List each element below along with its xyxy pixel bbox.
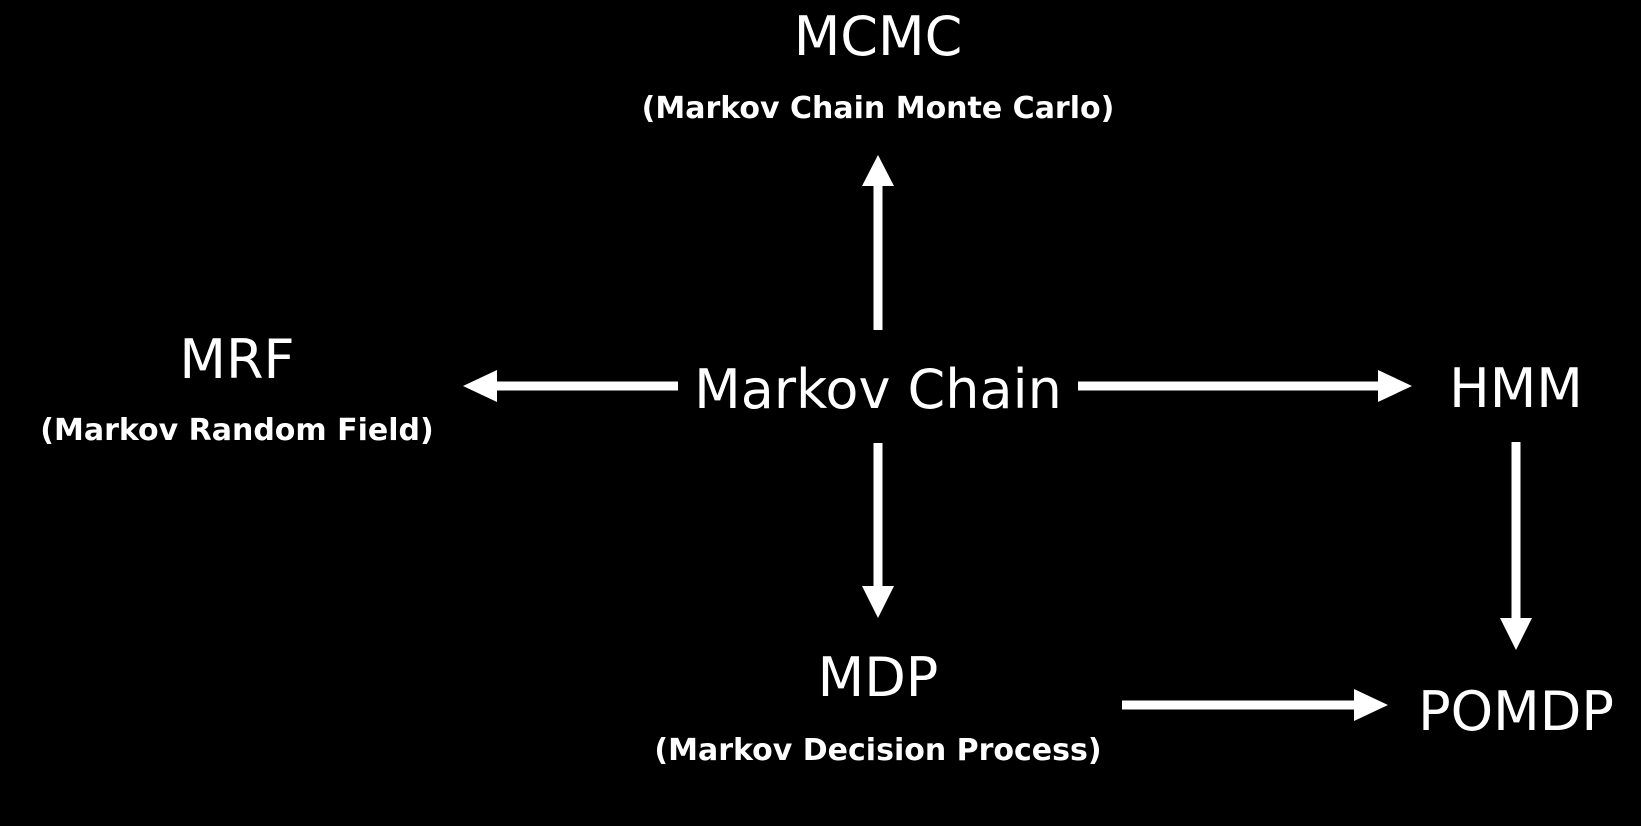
- node-mrf-subtitle: (Markov Random Field): [40, 413, 433, 448]
- arrow-markov-chain-to-mrf: [463, 370, 678, 402]
- arrow-hmm-to-pomdp-head: [1500, 618, 1532, 650]
- arrow-markov-chain-to-hmm: [1078, 370, 1412, 402]
- node-markov-chain-title: Markov Chain: [694, 358, 1062, 421]
- node-markov-chain: Markov Chain: [694, 358, 1062, 421]
- arrow-markov-chain-to-mdp: [862, 443, 894, 618]
- arrow-markov-chain-to-mrf-head: [463, 370, 497, 402]
- arrow-markov-chain-to-mcmc-head: [862, 155, 894, 186]
- arrow-hmm-to-pomdp: [1500, 442, 1532, 650]
- node-pomdp-title: POMDP: [1418, 680, 1614, 743]
- node-mcmc-title: MCMC: [794, 5, 963, 68]
- node-mrf: MRF (Markov Random Field): [40, 328, 433, 448]
- node-mrf-title: MRF: [179, 328, 294, 391]
- node-hmm: HMM: [1449, 357, 1583, 420]
- node-mdp-title: MDP: [818, 646, 939, 709]
- node-mdp-subtitle: (Markov Decision Process): [654, 733, 1101, 768]
- arrow-markov-chain-to-mdp-head: [862, 586, 894, 618]
- node-mcmc: MCMC (Markov Chain Monte Carlo): [642, 5, 1115, 126]
- node-hmm-title: HMM: [1449, 357, 1583, 420]
- arrow-mdp-to-pomdp: [1122, 689, 1388, 721]
- node-mdp: MDP (Markov Decision Process): [654, 646, 1101, 768]
- arrow-markov-chain-to-hmm-head: [1378, 370, 1412, 402]
- node-mcmc-subtitle: (Markov Chain Monte Carlo): [642, 91, 1115, 126]
- arrow-mdp-to-pomdp-head: [1354, 689, 1388, 721]
- arrow-markov-chain-to-mcmc: [862, 155, 894, 330]
- node-pomdp: POMDP: [1418, 680, 1614, 743]
